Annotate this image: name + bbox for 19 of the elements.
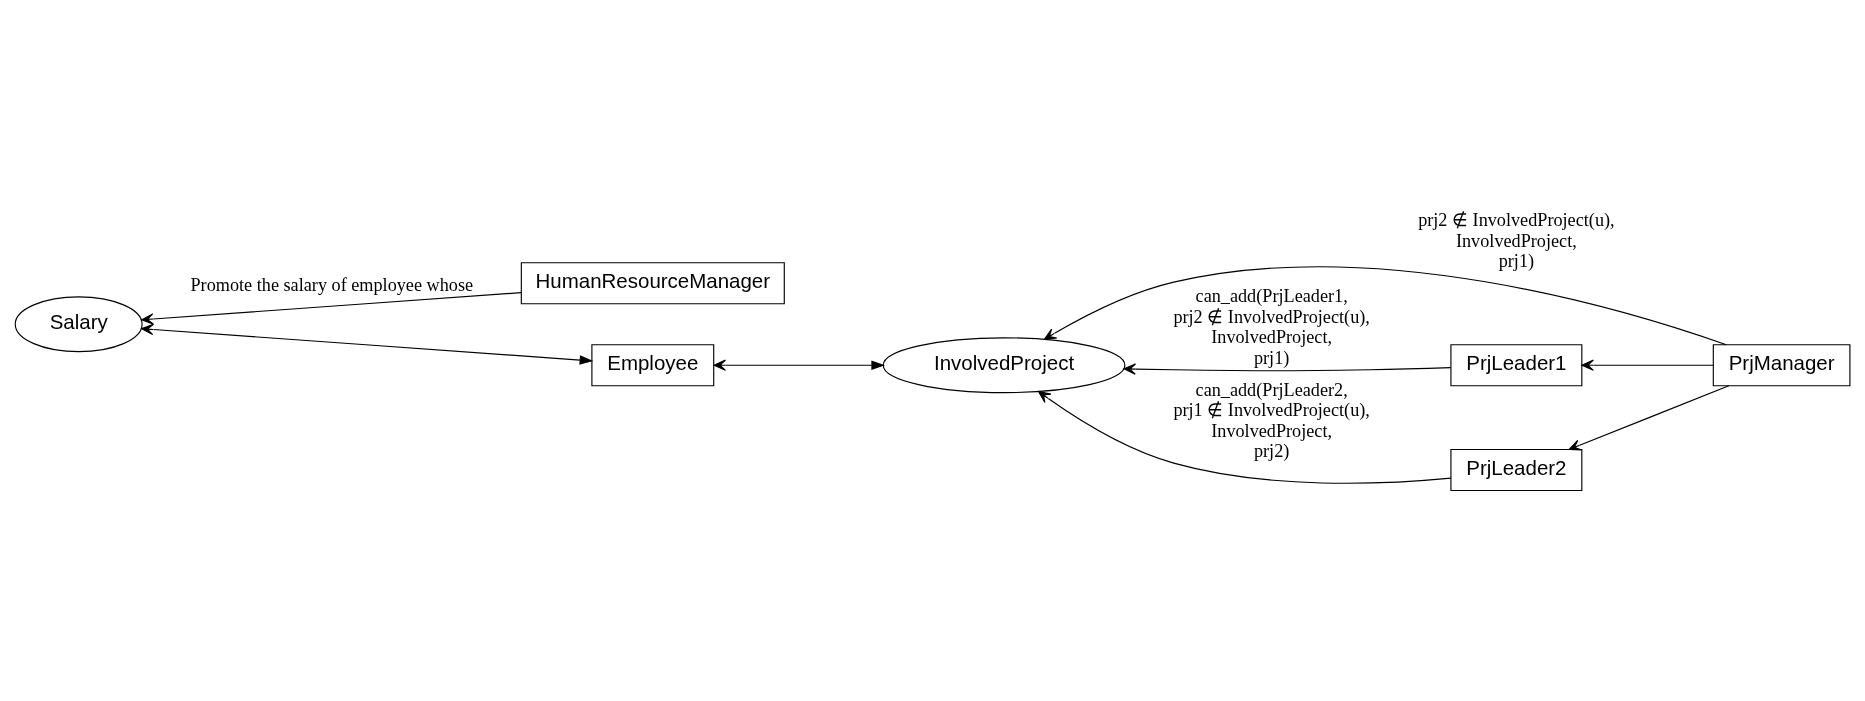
arrow [1043,265,1727,345]
arrow [1038,390,1452,484]
edge-label: can_add(PrjLeader1, prj2 ∉ InvolvedProject(u), InvolvedProject, prj1) [1173,285,1370,368]
arrow [141,323,594,365]
edge-label: prj2 ∉ InvolvedProject(u), InvolvedProject, prj1) [1418,209,1615,271]
arrow [1123,362,1452,375]
arrow [141,291,522,325]
arrow [1581,359,1714,371]
arrow [713,359,886,371]
node-box: HumanResourceManager [520,261,785,304]
node-box: PrjLeader1 [1450,343,1583,386]
node-box: Employee [591,343,715,386]
node-box: PrjLeader2 [1450,448,1583,491]
node-box: PrjManager [1712,343,1851,386]
edge-label: Promote the salary of employee whose [190,274,474,295]
node-ellipse: InvolvedProject [882,336,1126,393]
arrow [1568,384,1730,451]
node-ellipse: Salary [14,295,143,352]
edge-label: can_add(PrjLeader2, prj1 ∉ InvolvedProject(u), InvolvedProject, prj2) [1173,379,1370,461]
